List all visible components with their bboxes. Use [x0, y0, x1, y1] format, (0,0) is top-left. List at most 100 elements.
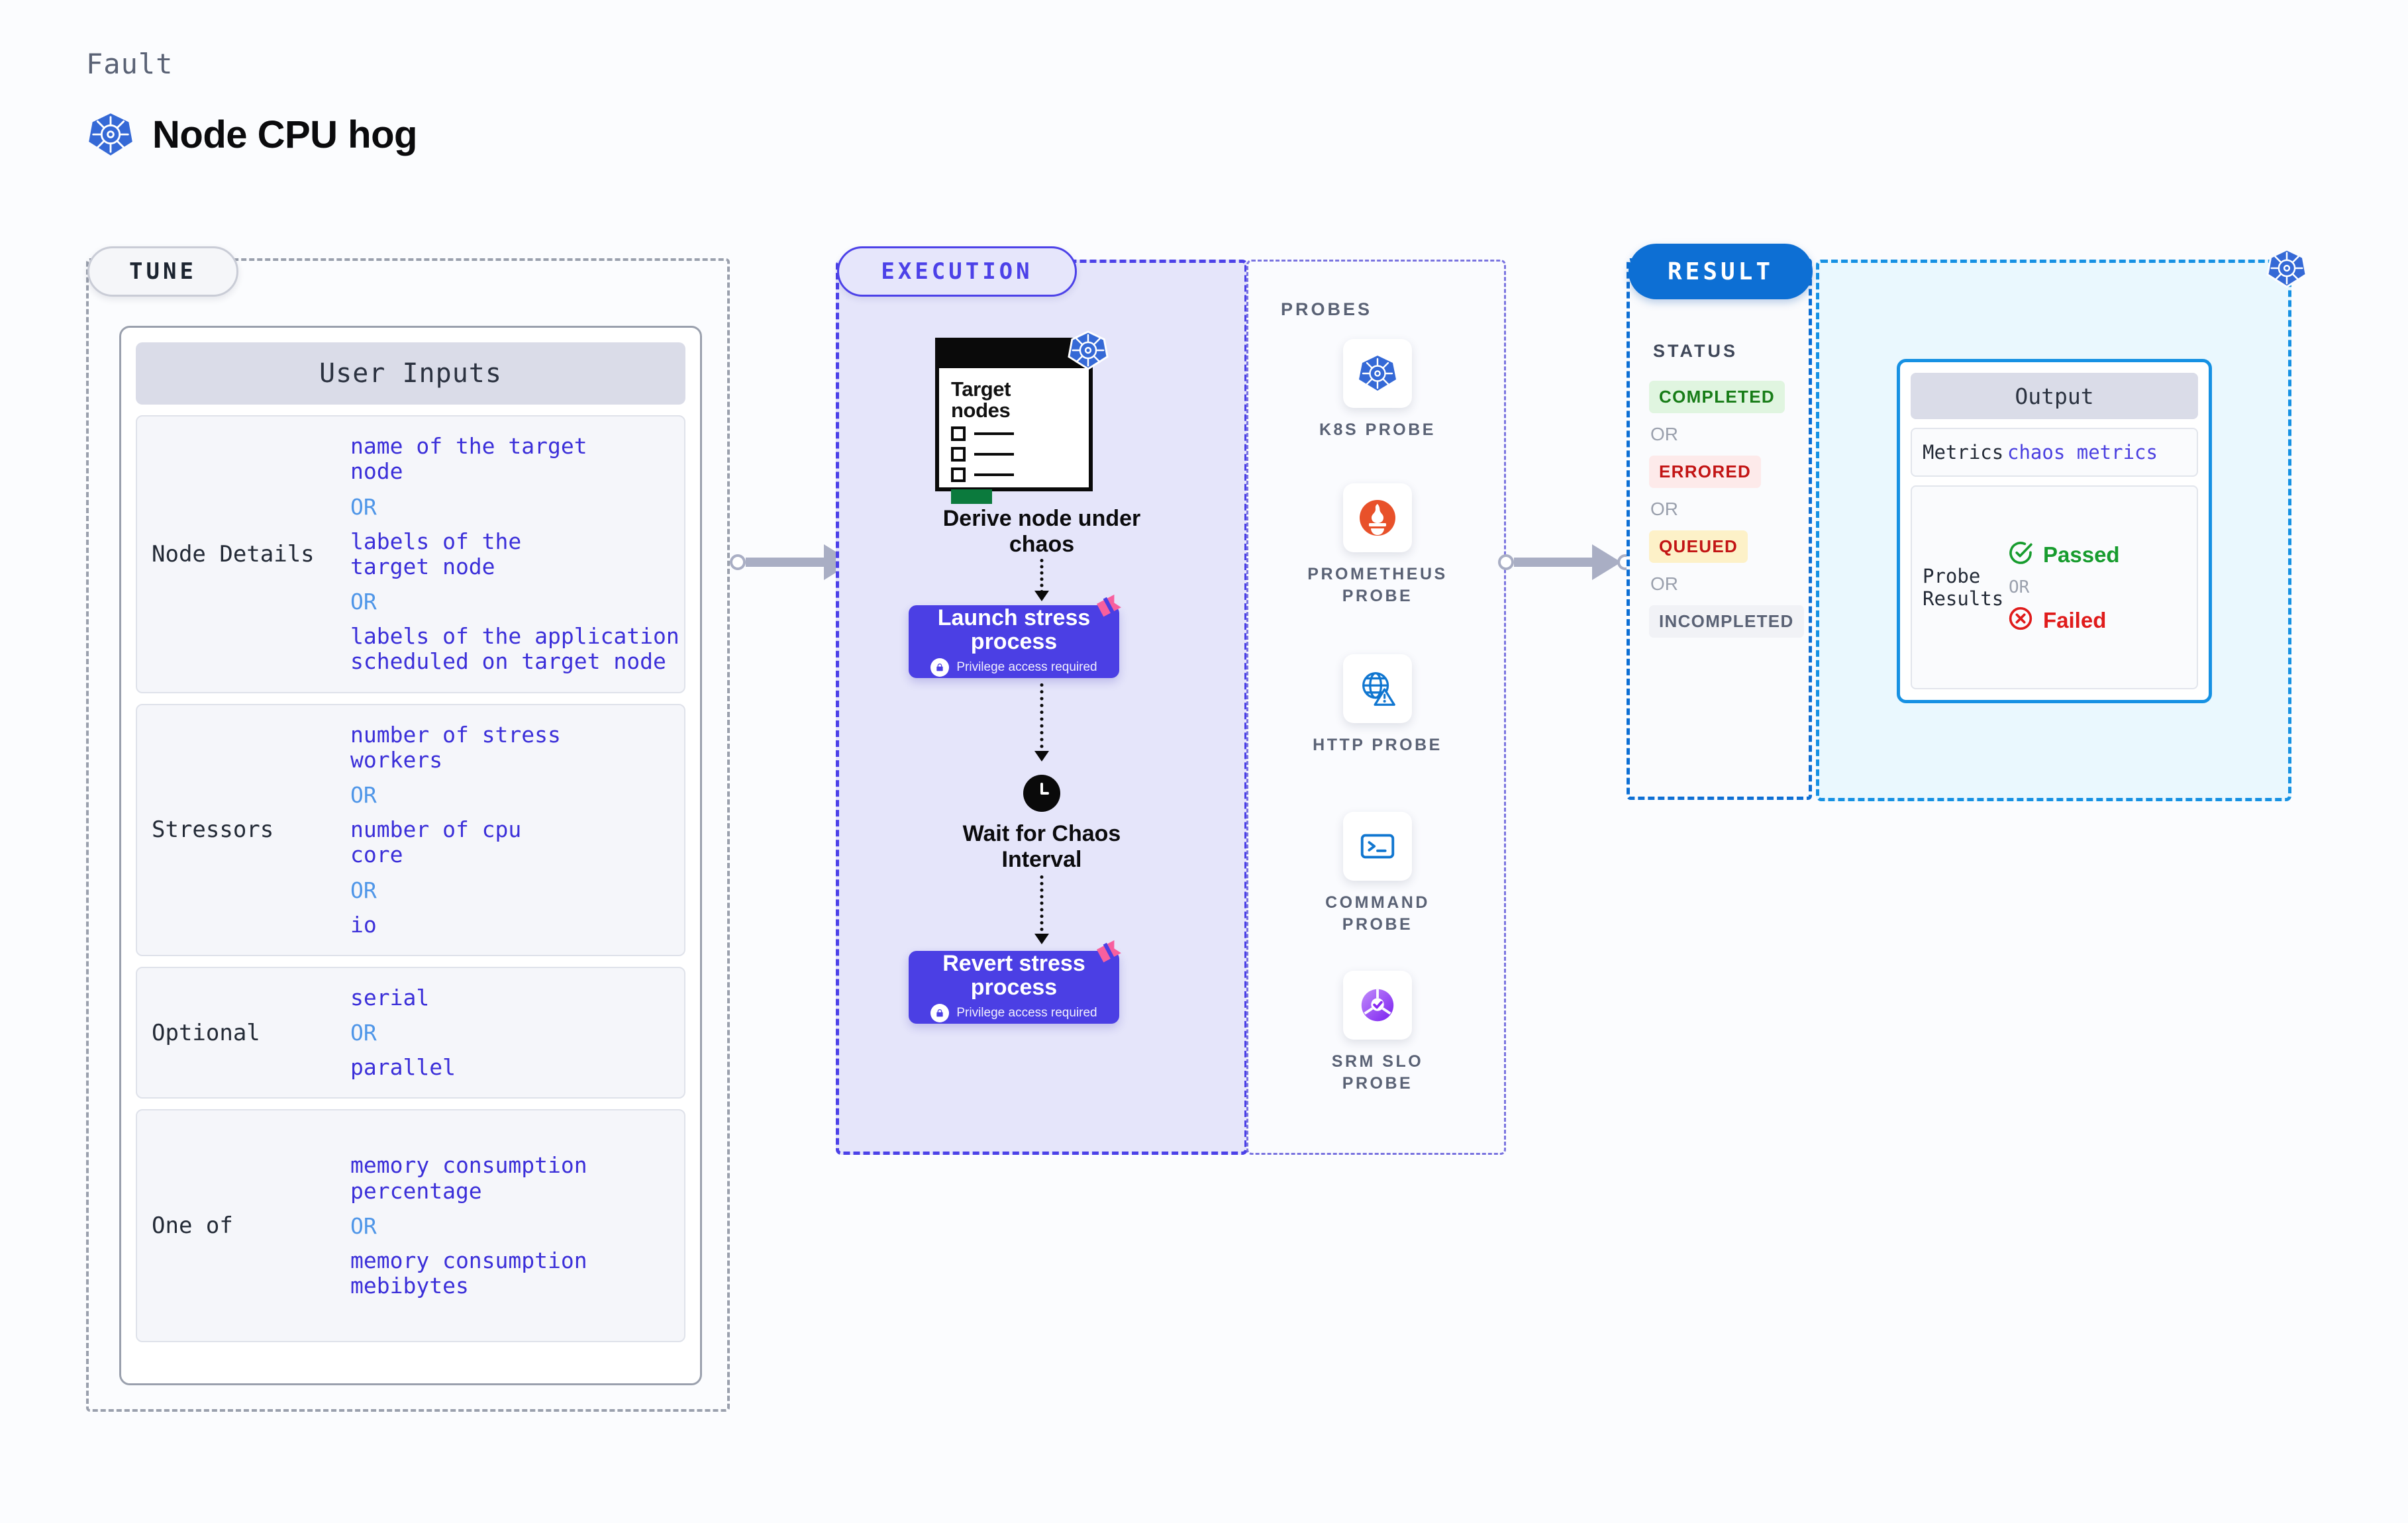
check-circle-icon	[2007, 540, 2034, 569]
section-value: memory consumption percentage	[350, 1152, 587, 1204]
passed-label: Passed	[2043, 542, 2120, 567]
connector-endpoint	[1498, 554, 1514, 570]
tune-section-node-details: Node Details name of the target node OR …	[136, 415, 685, 693]
step-label-derive-node: Derive node under chaos	[942, 506, 1141, 557]
checkbox-row[interactable]	[951, 447, 1089, 462]
or-separator: OR	[350, 1212, 377, 1239]
checkbox-icon[interactable]	[951, 426, 966, 442]
status-badge-completed: COMPLETED	[1649, 381, 1785, 413]
connector-shaft	[1514, 558, 1592, 567]
section-value: name of the target node	[350, 433, 587, 485]
probe-command[interactable]: COMMAND PROBE	[1298, 812, 1457, 935]
connector-arrowhead	[1592, 544, 1621, 580]
kubernetes-icon	[1343, 339, 1412, 408]
pink-flag-icon	[1094, 593, 1130, 624]
lock-icon	[930, 1004, 950, 1023]
status-title: STATUS	[1653, 341, 1738, 361]
connector-shaft	[746, 558, 824, 567]
or-separator: OR	[350, 493, 377, 520]
output-title: Output	[1911, 373, 2198, 419]
probe-result-passed: Passed	[2007, 540, 2120, 569]
or-separator: OR	[2009, 577, 2030, 598]
result-region	[1627, 258, 1812, 800]
tune-section-stressors: Stressors number of stress workers OR nu…	[136, 703, 685, 956]
checkbox-row[interactable]	[951, 467, 1089, 483]
pink-flag-icon	[1094, 939, 1130, 969]
step-subtext: Privilege access required	[956, 1006, 1097, 1020]
section-value: labels of the application scheduled on t…	[350, 623, 679, 675]
probe-prometheus[interactable]: PROMETHEUS PROBE	[1298, 483, 1457, 607]
step-launch-stress-process: Launch stress process Privilege access r…	[909, 594, 1121, 678]
tune-region	[86, 258, 730, 1412]
or-separator: OR	[1650, 424, 1678, 444]
connector-execution-to-result	[1498, 544, 1633, 580]
status-badge-incompleted: INCOMPLETED	[1649, 605, 1804, 638]
card-titlebar	[939, 342, 1089, 368]
output-card: Output Metrics chaos metrics Probe Resul…	[1897, 359, 2212, 703]
or-separator: OR	[350, 1020, 377, 1046]
probe-results-label: Probe Results	[1923, 564, 2004, 611]
step-subtext: Privilege access required	[956, 660, 1097, 675]
metrics-value: chaos metrics	[2007, 441, 2158, 464]
slo-donut-check-icon	[1343, 971, 1412, 1040]
tab-result[interactable]: RESULT	[1629, 244, 1813, 299]
kubernetes-icon	[1068, 330, 1109, 374]
tune-section-optional: Optional serial OR parallel	[136, 966, 685, 1099]
output-row-probe-results: Probe Results Passed OR	[1911, 485, 2198, 689]
fault-eyebrow: Fault	[86, 48, 174, 80]
status-badge-errored: ERRORED	[1649, 456, 1762, 488]
clock-icon	[1023, 775, 1060, 812]
step-label-wait-for-chaos: Wait for Chaos Interval	[962, 821, 1121, 872]
probes-title: PROBES	[1281, 299, 1373, 319]
step-title: Revert stress process	[942, 950, 1085, 1000]
section-value: serial	[350, 984, 430, 1010]
user-inputs-title: User Inputs	[136, 342, 685, 405]
user-inputs-card: User Inputs Node Details name of the tar…	[119, 326, 702, 1385]
or-separator: OR	[350, 589, 377, 615]
x-circle-icon	[2007, 605, 2034, 635]
section-value: number of stress workers	[350, 721, 561, 773]
terminal-icon	[1343, 812, 1412, 881]
section-value: io	[350, 911, 377, 938]
probe-http[interactable]: HTTP PROBE	[1298, 654, 1457, 756]
section-value: parallel	[350, 1054, 456, 1081]
output-row-metrics: Metrics chaos metrics	[1911, 428, 2198, 477]
probe-srm-slo[interactable]: SRM SLO PROBE	[1298, 971, 1457, 1094]
probe-k8s[interactable]: K8S PROBE	[1298, 339, 1457, 441]
connector-endpoint	[730, 554, 746, 570]
kubernetes-icon	[2266, 248, 2307, 292]
section-label: Node Details	[152, 540, 315, 567]
probe-label: COMMAND PROBE	[1325, 893, 1430, 934]
status-badge-queued: QUEUED	[1649, 530, 1748, 563]
page-title: Node CPU hog	[152, 113, 417, 156]
checkbox-row[interactable]	[951, 426, 1089, 442]
confirm-button[interactable]	[951, 489, 992, 505]
probe-label: PROMETHEUS PROBE	[1307, 565, 1448, 605]
section-value: memory consumption mebibytes	[350, 1247, 587, 1299]
lock-icon	[930, 658, 950, 677]
or-separator: OR	[1650, 499, 1678, 519]
tab-tune[interactable]: TUNE	[87, 246, 238, 297]
target-nodes-title: Target nodes	[951, 377, 1011, 422]
tab-execution[interactable]: EXECUTION	[837, 246, 1077, 297]
or-separator: OR	[1650, 573, 1678, 594]
section-label: One of	[152, 1212, 233, 1240]
section-value: number of cpu core	[350, 816, 522, 868]
checkbox-icon[interactable]	[951, 447, 966, 462]
kubernetes-icon	[87, 111, 134, 158]
tune-section-one-of: One of memory consumption percentage OR …	[136, 1109, 685, 1343]
probe-label: K8S PROBE	[1319, 420, 1436, 439]
or-separator: OR	[350, 877, 377, 903]
probe-result-failed: Failed	[2007, 605, 2120, 635]
placeholder-line	[974, 432, 1014, 436]
probe-label: HTTP PROBE	[1313, 736, 1442, 754]
metrics-label: Metrics	[1923, 441, 2004, 464]
target-nodes-card: Target nodes	[935, 330, 1109, 505]
failed-label: Failed	[2043, 607, 2107, 632]
checkbox-icon[interactable]	[951, 467, 966, 483]
probe-label: SRM SLO PROBE	[1331, 1052, 1424, 1093]
section-label: Stressors	[152, 816, 274, 844]
step-revert-stress-process: Revert stress process Privilege access r…	[909, 940, 1121, 1024]
placeholder-line	[974, 473, 1014, 477]
